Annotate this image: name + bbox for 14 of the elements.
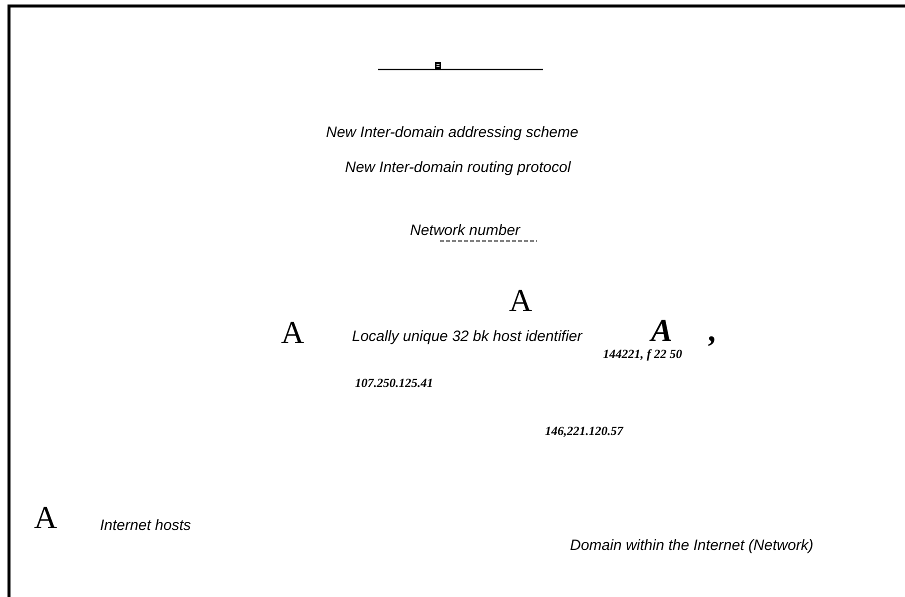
host-glyph: A [281,315,304,350]
host-glyph: A [34,500,58,536]
address-text: 107.250.125.41 [355,377,434,391]
host-glyph: A [651,313,672,348]
address-text: 146,221.120.57 [545,425,624,439]
label-text: Internet hosts [100,518,191,534]
label-text: Domain within the Internet (Network) [570,538,814,554]
label-text: Locally unique 32 bk host identifier [352,329,582,346]
label-text: Network number [410,223,520,240]
heading-text: New Inter-domain addressing scheme [326,125,578,142]
punctuation-mark: , [709,313,717,348]
heading-text: New Inter-domain routing protocol [345,160,571,176]
host-glyph: A [509,283,532,318]
address-text: 144221, f 22 50 [603,348,682,362]
